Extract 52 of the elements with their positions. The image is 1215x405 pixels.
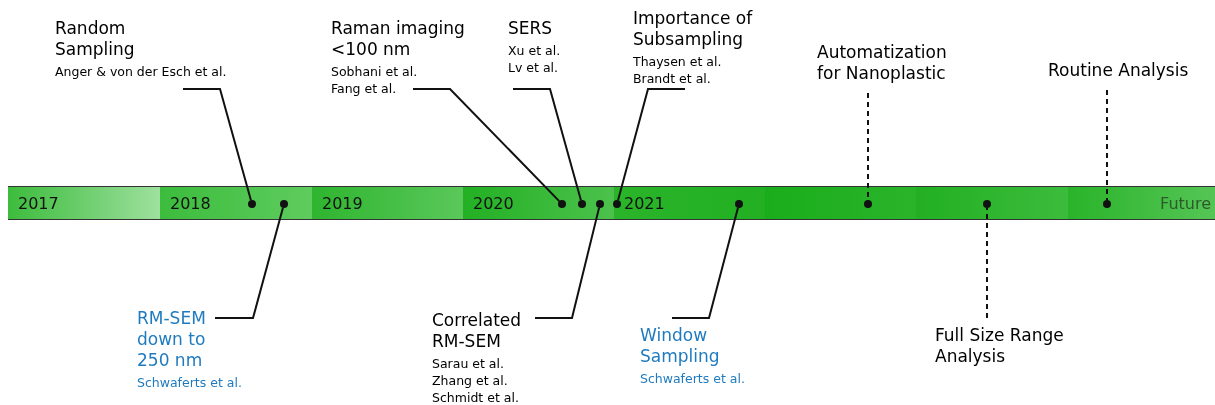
- leader-line: [1106, 89, 1108, 201]
- leader-line: [617, 88, 686, 202]
- milestone-dot: [1103, 200, 1111, 208]
- milestone-title: Random Sampling: [55, 18, 136, 60]
- year-label: 2017: [18, 194, 59, 214]
- reference-text: Fang et al.: [331, 80, 398, 97]
- reference-text: Brandt et al.: [633, 70, 712, 87]
- milestone-title: Importance of Subsampling: [633, 8, 754, 50]
- reference-text: Schmidt et al.: [432, 389, 520, 405]
- milestone-dot: [578, 200, 586, 208]
- milestone-title: Correlated RM-SEM: [432, 310, 523, 352]
- milestone-dot: [248, 200, 256, 208]
- leader-line: [986, 207, 988, 319]
- milestone-title: Routine Analysis: [1048, 60, 1190, 81]
- milestone-dot: [864, 200, 872, 208]
- reference-text: Schwaferts et al.: [137, 374, 242, 391]
- timeline-segment: [8, 186, 160, 220]
- reference-text: Xu et al.: [508, 42, 562, 59]
- reference-text: Sobhani et al.: [331, 63, 419, 80]
- milestone-title: Raman imaging <100 nm: [331, 18, 466, 60]
- milestone-dot: [983, 200, 991, 208]
- milestone-title: Automatization for Nanoplastic: [817, 42, 948, 84]
- timeline-segment: [765, 186, 916, 220]
- milestone-dot: [596, 200, 604, 208]
- reference-text: Lv et al.: [508, 59, 559, 76]
- milestone-dot: [735, 200, 743, 208]
- year-label: 2018: [170, 194, 211, 214]
- reference-text: Thaysen et al.: [633, 53, 723, 70]
- period-label: Future: [1160, 194, 1211, 214]
- timeline-segment: [614, 186, 765, 220]
- reference-text: Schwaferts et al.: [640, 370, 745, 387]
- leader-line: [412, 88, 561, 203]
- milestone-dot: [558, 200, 566, 208]
- timeline-segment: [160, 186, 312, 220]
- milestone-title: RM-SEM down to 250 nm: [137, 308, 207, 371]
- timeline-segment: [312, 186, 463, 220]
- reference-text: Sarau et al.: [432, 355, 505, 372]
- leader-line: [534, 206, 601, 319]
- year-label: 2021: [624, 194, 665, 214]
- timeline-segment: [1068, 186, 1215, 220]
- year-label: 2020: [473, 194, 514, 214]
- milestone-dot: [280, 200, 288, 208]
- timeline-segment: [916, 186, 1068, 220]
- milestone-title: Full Size Range Analysis: [935, 325, 1065, 367]
- milestone-dot: [613, 200, 621, 208]
- reference-text: Zhang et al.: [432, 372, 509, 389]
- leader-line: [512, 88, 582, 202]
- milestone-title: SERS: [508, 18, 554, 39]
- reference-text: Anger & von der Esch et al.: [55, 63, 227, 80]
- year-label: 2019: [322, 194, 363, 214]
- milestone-title: Window Sampling: [640, 325, 721, 367]
- timeline-segment: [463, 186, 614, 220]
